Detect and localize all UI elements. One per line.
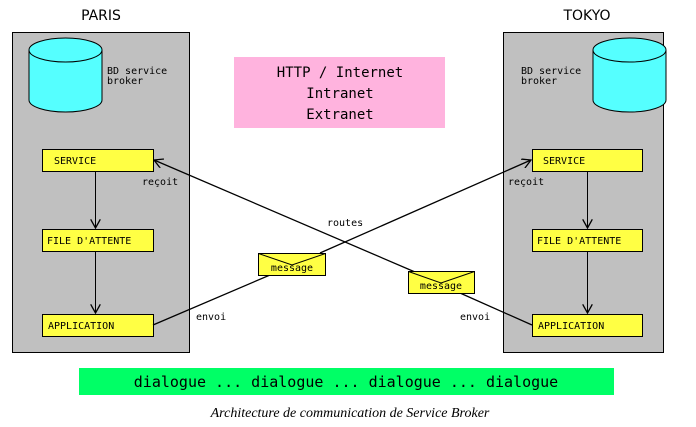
route-to-paris-arrow — [154, 160, 416, 273]
network-line-3: Extranet — [306, 107, 373, 123]
diagram-caption: Architecture de communication de Service… — [210, 406, 490, 421]
message-envelope-icon — [408, 271, 475, 294]
tokyo-service-label: SERVICE — [543, 156, 585, 167]
paris-database-icon — [28, 37, 103, 113]
dialogue-bar — [79, 368, 614, 395]
tokyo-queue-box[interactable] — [532, 229, 643, 252]
paris-db-label: BD service — [107, 66, 167, 77]
paris-queue-box[interactable] — [42, 229, 154, 252]
paris-sends-label: envoi — [196, 312, 226, 323]
network-line-2: Intranet — [306, 86, 373, 102]
message-envelope-icon — [258, 253, 326, 276]
tokyo-application-label: APPLICATION — [538, 321, 604, 332]
tokyo-db-label: BD service — [521, 66, 581, 77]
tokyo-sends-label: envoi — [460, 312, 490, 323]
tokyo-queue-label: FILE D'ATTENTE — [537, 236, 621, 247]
paris-send-line — [152, 274, 271, 326]
paris-service-label: SERVICE — [54, 156, 96, 167]
message-label-2: message — [420, 281, 462, 292]
paris-receives-label: reçoit — [142, 177, 178, 188]
tokyo-send-line — [459, 292, 533, 326]
tokyo-db-label-2: broker — [521, 76, 557, 87]
routes-label: routes — [327, 218, 363, 229]
paris-db-label-2: broker — [107, 76, 143, 87]
tokyo-service-box[interactable] — [532, 149, 643, 172]
message-label-1: message — [271, 263, 313, 274]
tokyo-database-icon — [592, 37, 667, 113]
tokyo-application-box[interactable] — [532, 314, 643, 337]
dialogue-label: dialogue ... dialogue ... dialogue ... d… — [134, 373, 558, 391]
network-line-1: HTTP / Internet — [277, 65, 403, 81]
route-to-tokyo-arrow — [319, 160, 531, 254]
tokyo-title: TOKYO — [562, 8, 610, 24]
paris-application-label: APPLICATION — [48, 321, 114, 332]
paris-queue-label: FILE D'ATTENTE — [47, 236, 131, 247]
tokyo-receives-label: reçoit — [508, 177, 544, 188]
paris-application-box[interactable] — [42, 314, 154, 337]
network-box — [234, 57, 445, 128]
paris-title: PARIS — [81, 8, 121, 24]
